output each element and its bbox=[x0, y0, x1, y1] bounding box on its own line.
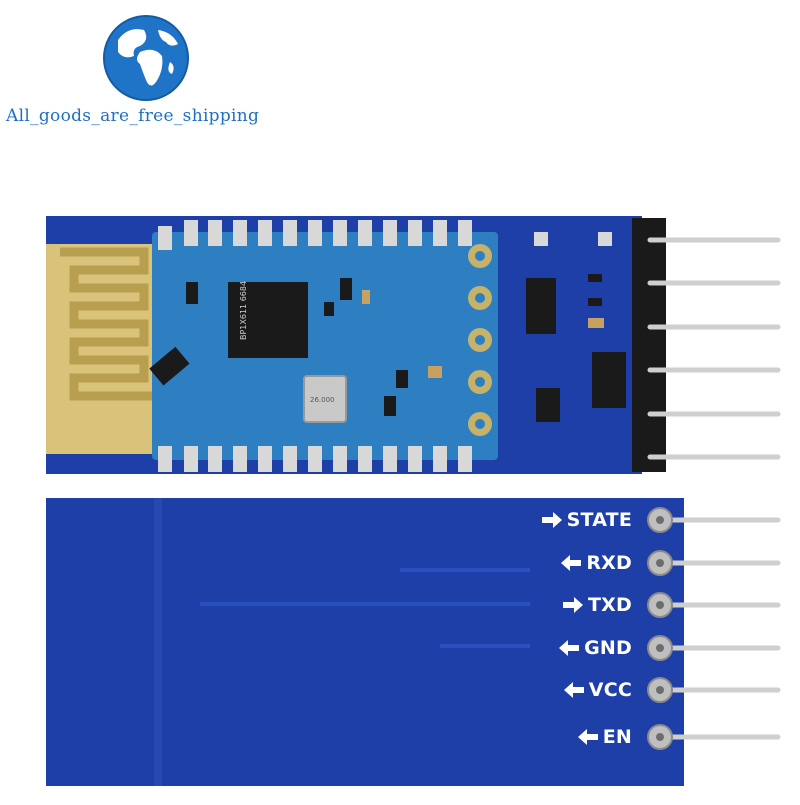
pcb-top: BP1X611 6684 26.000 bbox=[46, 216, 781, 474]
brand-caption: All_goods_are_free_shipping bbox=[6, 106, 260, 126]
pin-label: EN bbox=[602, 726, 632, 748]
pin-row-vcc: VCC bbox=[530, 673, 640, 707]
arrow-right-icon bbox=[541, 512, 562, 528]
pin-row-state: STATE bbox=[530, 503, 640, 537]
crystal-marking: 26.000 bbox=[310, 396, 335, 404]
pin-label: VCC bbox=[588, 679, 632, 701]
arrow-left-icon bbox=[561, 555, 582, 571]
pcb-bottom bbox=[46, 498, 781, 786]
pin-row-gnd: GND bbox=[530, 631, 640, 665]
chip-marking: BP1X611 6684 bbox=[239, 281, 248, 340]
globe-logo bbox=[103, 15, 189, 101]
arrow-left-icon bbox=[563, 682, 584, 698]
arrow-left-icon bbox=[577, 729, 598, 745]
arrow-left-icon bbox=[559, 640, 580, 656]
arrow-right-icon bbox=[563, 597, 584, 613]
pin-label: STATE bbox=[566, 509, 632, 531]
pin-row-txd: TXD bbox=[530, 588, 640, 622]
pin-label: RXD bbox=[586, 552, 632, 574]
pin-row-rxd: RXD bbox=[530, 546, 640, 580]
pin-label: GND bbox=[584, 637, 632, 659]
pin-row-en: EN bbox=[530, 720, 640, 754]
pin-label: TXD bbox=[588, 594, 632, 616]
